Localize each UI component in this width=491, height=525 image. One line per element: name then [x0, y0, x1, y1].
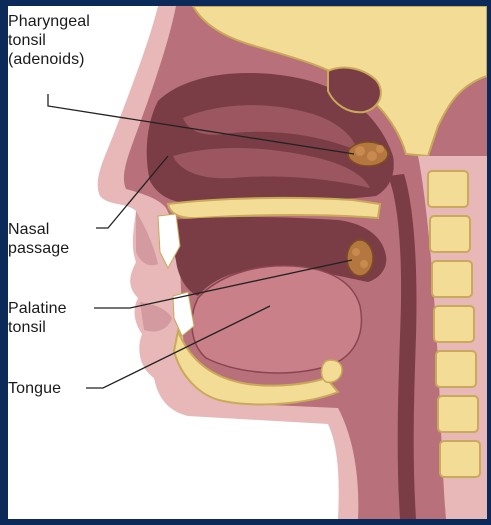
label-tongue: Tongue	[8, 379, 61, 398]
palatine-tonsil-shape	[347, 240, 373, 276]
label-palatine-tonsil: Palatine tonsil	[8, 299, 67, 337]
hard-palate	[168, 198, 380, 218]
label-nasal-passage: Nasal passage	[8, 220, 69, 258]
label-pharyngeal-tonsil: Pharyngeal tonsil (adenoids)	[8, 12, 90, 69]
frame-bottom-border	[0, 519, 491, 525]
hyoid-bone	[322, 360, 343, 382]
frame-left-border	[0, 0, 8, 525]
tongue-shape	[192, 266, 362, 373]
diagram-canvas: Pharyngeal tonsil (adenoids) Nasal passa…	[8, 6, 487, 519]
head-cross-section-illustration	[8, 6, 487, 519]
frame-right-border	[487, 0, 491, 525]
